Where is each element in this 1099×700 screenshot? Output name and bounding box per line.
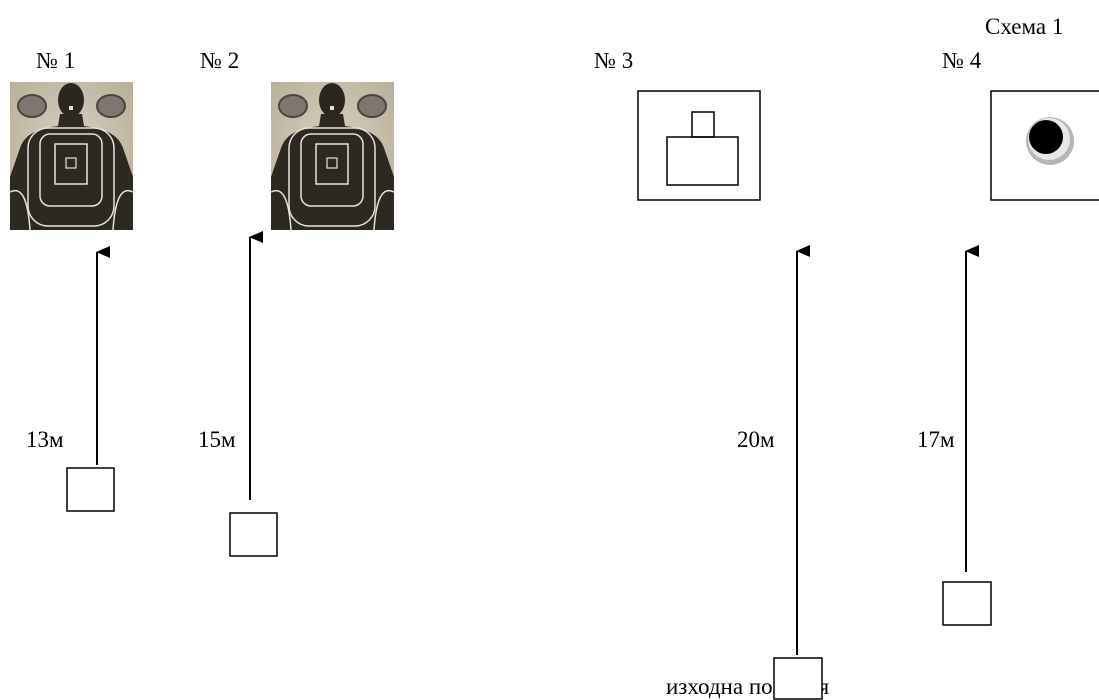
shooting-position-4 <box>942 581 992 626</box>
target-3-label: № 3 <box>594 48 634 73</box>
target-3-box <box>637 90 761 201</box>
shooting-position-3 <box>773 657 823 700</box>
shooting-position-2 <box>229 512 278 557</box>
target-1-label: № 1 <box>36 48 76 73</box>
distance-label-3: 20м <box>737 427 775 452</box>
target-2-silhouette <box>270 82 395 231</box>
target-1-silhouette <box>9 82 134 231</box>
distance-label-1: 13м <box>26 427 64 452</box>
distance-label-4: 17м <box>917 427 955 452</box>
target-2-label: № 2 <box>200 48 240 73</box>
target-4-label: № 4 <box>942 48 982 73</box>
distance-label-2: 15м <box>198 427 236 452</box>
target-4-round <box>990 90 1099 201</box>
scheme-title: Схема 1 <box>985 14 1064 39</box>
shooting-position-1 <box>66 467 115 512</box>
